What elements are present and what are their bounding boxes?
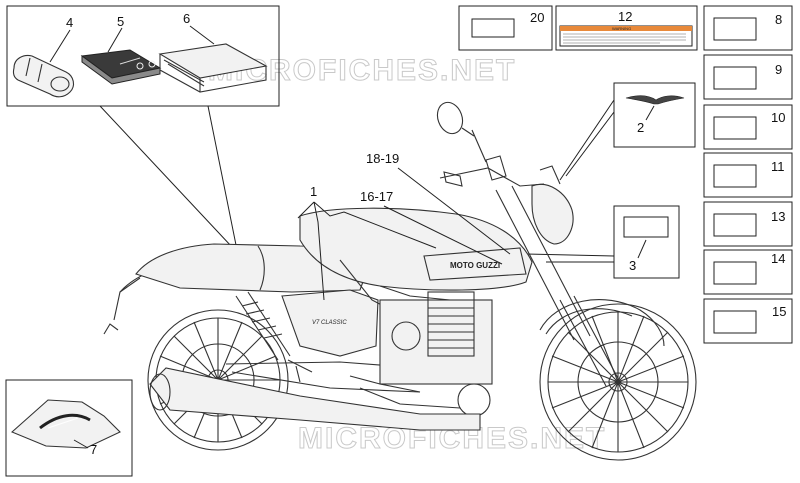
warning-decal-box-12: 12 WARNING [555, 5, 698, 51]
callout-13: 13 [771, 209, 785, 224]
decal-box-13: 13 [703, 201, 793, 247]
fuel-tank [299, 207, 533, 291]
kit-leader-lines [99, 105, 237, 248]
decal-box-8: 8 [703, 5, 793, 51]
callout-18-19: 18-19 [366, 151, 399, 166]
callout-5: 5 [117, 14, 124, 29]
leader-16-17 [383, 205, 503, 265]
manual-booklet-part [80, 49, 162, 85]
callout-6: 6 [183, 11, 190, 26]
eagle-emblem-icon [625, 95, 685, 105]
decal-box-15: 15 [703, 298, 793, 344]
kit-box: 4 5 6 [6, 5, 280, 107]
leader-3 [525, 253, 615, 263]
front-wheel [539, 303, 697, 461]
decal-box-3: 3 [613, 205, 680, 279]
callout-2: 2 [637, 120, 644, 135]
cover-box-7: 7 [5, 379, 133, 477]
eagle-emblem-box: 2 [613, 82, 696, 148]
tank-logo-text: MOTO GUZZI [450, 261, 500, 270]
decal-box-9: 9 [703, 54, 793, 100]
leader-18-19 [397, 167, 511, 255]
callout-3: 3 [629, 258, 636, 273]
leader-2 [559, 99, 615, 181]
decal-box-14: 14 [703, 249, 793, 295]
callout-20: 20 [530, 10, 544, 25]
warning-decal-title: WARNING [612, 26, 631, 31]
owners-manual-part [158, 43, 268, 93]
headlight [531, 184, 574, 245]
exhaust [149, 367, 481, 431]
side-cover [281, 289, 379, 357]
decal-box-11: 11 [703, 152, 793, 198]
tool-pouch-part [12, 54, 75, 98]
motorcycle-drawing: MOTO GUZZI V7 CLASSIC [103, 101, 697, 461]
callout-11: 11 [771, 159, 785, 174]
callout-15: 15 [772, 304, 786, 319]
callout-14: 14 [771, 251, 785, 266]
callout-7: 7 [90, 442, 97, 457]
leader-1 [297, 201, 437, 301]
callout-4: 4 [66, 15, 73, 30]
callout-9: 9 [775, 62, 782, 77]
side-cover-text: V7 CLASSIC [312, 320, 347, 326]
decal-box-10: 10 [703, 104, 793, 150]
callout-12: 12 [618, 9, 632, 24]
callout-16-17: 16-17 [360, 189, 393, 204]
callout-8: 8 [775, 12, 782, 27]
callout-10: 10 [771, 110, 785, 125]
callout-1: 1 [310, 184, 317, 199]
engine [349, 291, 493, 417]
decal-box-20: 20 [458, 5, 553, 51]
